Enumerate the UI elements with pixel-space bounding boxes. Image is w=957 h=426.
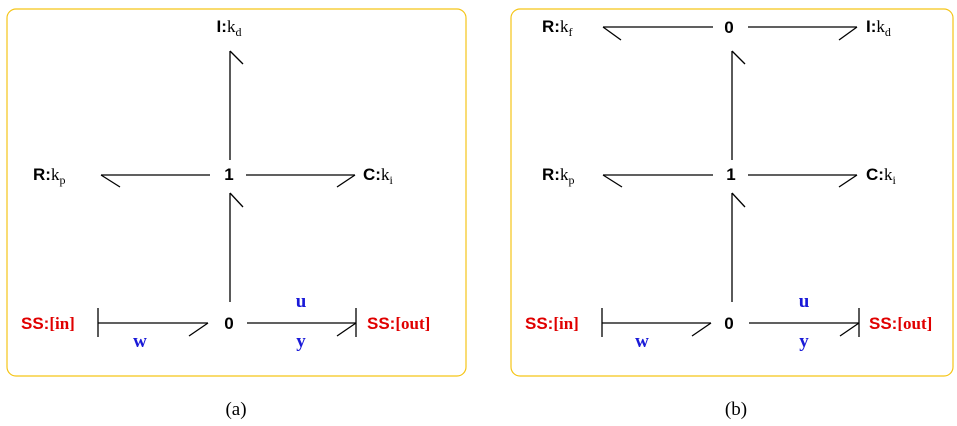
panel-a-one-junction: 1 bbox=[224, 165, 233, 184]
panel-b-one-junction: 1 bbox=[726, 165, 735, 184]
panel-b-zero-junction: 0 bbox=[724, 314, 733, 333]
panel-b-harpoon-junctions bbox=[731, 192, 746, 208]
panel-b-harpoon-inertia bbox=[838, 26, 858, 41]
panel-a-capacitor-node: C:ki bbox=[363, 165, 393, 187]
panel-b-friction-node: R:kf bbox=[542, 17, 572, 39]
panel-a-harpoon-out bbox=[336, 322, 357, 337]
panel-a-harpoon-in bbox=[188, 322, 209, 337]
panel-a-harpoon-junctions bbox=[229, 192, 244, 208]
panel-b-signal-u: u bbox=[799, 291, 810, 312]
panel-b-source-out: SS:[out] bbox=[869, 314, 932, 333]
panel-a-frame bbox=[6, 8, 467, 377]
panel-b-top-zero-junction: 0 bbox=[724, 18, 733, 37]
panel-b-harpoon-friction bbox=[602, 26, 622, 41]
panel-a-source-out: SS:[out] bbox=[367, 314, 430, 333]
panel-b-harpoon-resistor bbox=[602, 174, 623, 188]
panel-a-harpoon-resistor bbox=[100, 174, 121, 188]
panel-a: I:kd 1 R:kp C:ki 0 SS:[in] w bbox=[6, 8, 467, 420]
panel-b-resistor-node: R:kp bbox=[542, 165, 574, 187]
panel-b-harpoon-in bbox=[691, 322, 712, 337]
panel-b-harpoon-capacitor bbox=[838, 174, 858, 188]
panel-a-inertia-node: I:kd bbox=[217, 17, 242, 39]
panel-a-source-in: SS:[in] bbox=[21, 314, 75, 333]
panel-a-harpoon-inertia bbox=[229, 50, 244, 65]
panel-a-signal-y: y bbox=[296, 331, 306, 352]
panel-b-inertia-node: I:kd bbox=[866, 17, 891, 39]
panel-a-zero-junction: 0 bbox=[224, 314, 233, 333]
panel-b-harpoon-top-vertical bbox=[731, 50, 746, 65]
panel-b-signal-w: w bbox=[635, 331, 649, 352]
panel-a-signal-u: u bbox=[296, 291, 307, 312]
panel-b-source-in: SS:[in] bbox=[525, 314, 579, 333]
panel-b: R:kf 0 I:kd 1 R:kp C:ki 0 bbox=[510, 8, 954, 420]
panel-b-signal-y: y bbox=[799, 331, 809, 352]
panel-b-capacitor-node: C:ki bbox=[866, 165, 896, 187]
panel-b-caption: (b) bbox=[725, 399, 747, 420]
panel-a-harpoon-capacitor bbox=[336, 174, 356, 188]
panel-b-frame bbox=[510, 8, 954, 377]
panel-a-signal-w: w bbox=[133, 331, 147, 352]
panel-b-harpoon-out bbox=[839, 322, 860, 337]
panel-a-caption: (a) bbox=[225, 399, 246, 420]
panel-a-resistor-node: R:kp bbox=[33, 165, 65, 187]
